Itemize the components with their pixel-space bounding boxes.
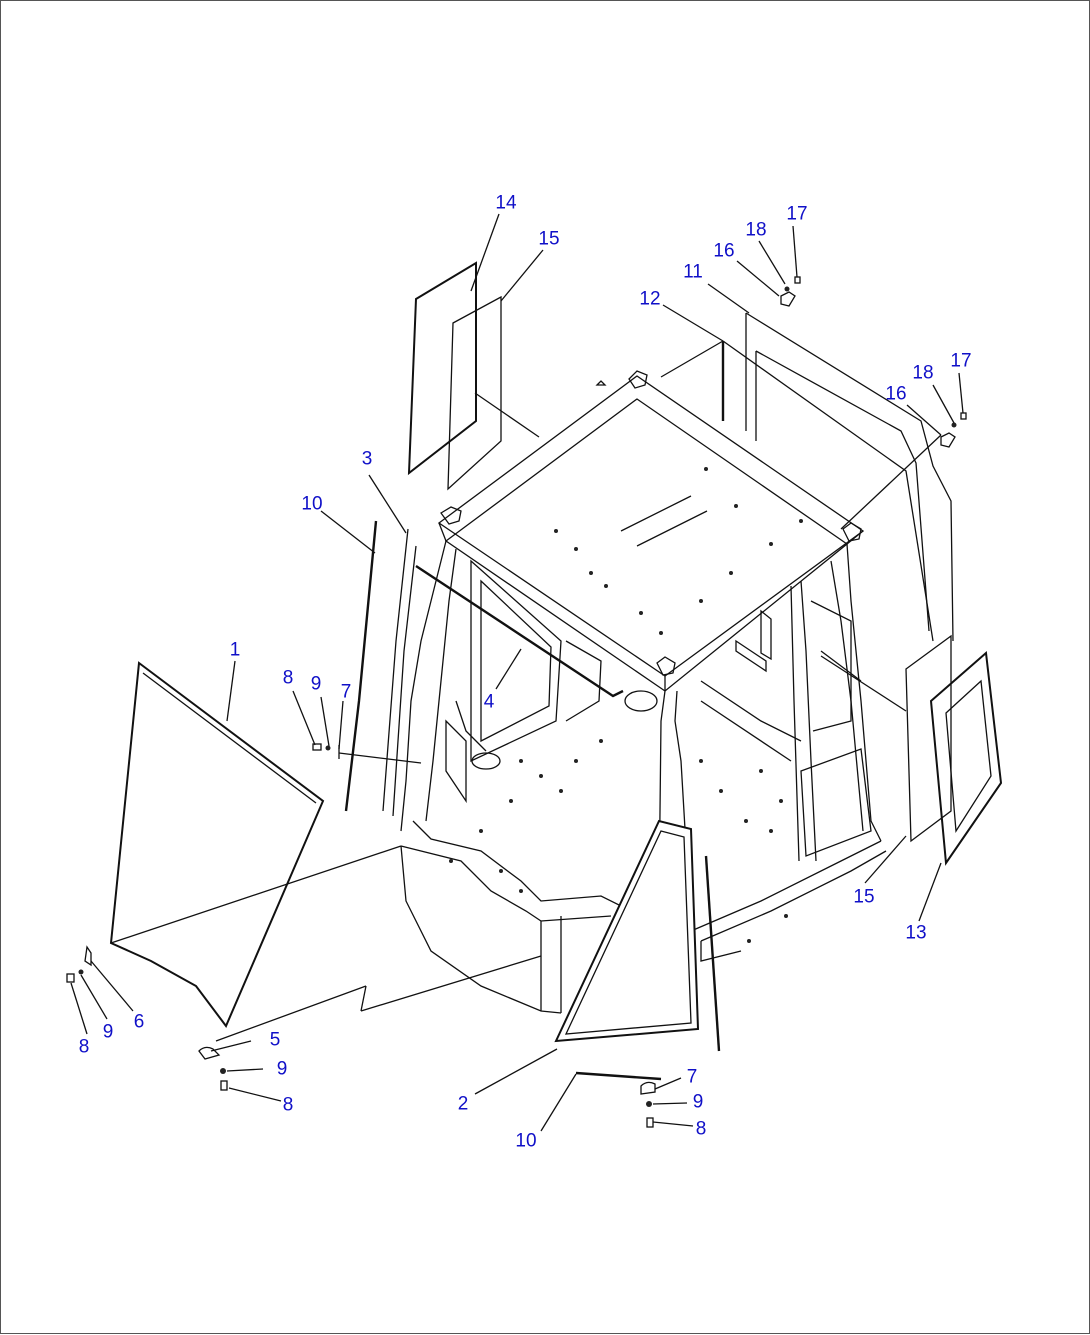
callout-12: 12 [639, 288, 661, 310]
glass-12 [721, 340, 934, 642]
leader-lines [70, 213, 964, 1132]
cab-body [400, 540, 887, 1014]
callout-2: 2 [457, 1093, 469, 1115]
glass-2 [554, 819, 700, 1043]
weatherstrip-10-left [344, 520, 378, 812]
callout-17: 17 [786, 203, 808, 225]
callout-8: 8 [695, 1118, 707, 1140]
callout-5: 5 [269, 1029, 281, 1051]
cab-roof [437, 370, 865, 692]
glass-1 [109, 661, 325, 1028]
weatherstrip-10-right [575, 855, 721, 1081]
moulding-3 [382, 528, 417, 817]
callout-7: 7 [686, 1066, 698, 1088]
glass-15-top [447, 295, 502, 491]
callout-10: 10 [515, 1130, 537, 1152]
moulding-4 [415, 564, 624, 698]
callout-18: 18 [745, 219, 767, 241]
glass-15-right [905, 634, 952, 843]
callout-4: 4 [483, 691, 495, 713]
callout-8: 8 [78, 1036, 90, 1058]
callout-18: 18 [912, 362, 934, 384]
glass-13 [929, 650, 1003, 866]
callout-17: 17 [950, 350, 972, 372]
callout-3: 3 [361, 448, 373, 470]
callout-14: 14 [495, 192, 517, 214]
callout-1: 1 [229, 639, 241, 661]
callout-7: 7 [340, 681, 352, 703]
callout-8: 8 [282, 1094, 294, 1116]
callout-9: 9 [310, 673, 322, 695]
callout-16: 16 [713, 240, 735, 262]
glass-14 [407, 261, 477, 476]
callout-9: 9 [276, 1058, 288, 1080]
callout-10: 10 [301, 493, 323, 515]
glass-11 [745, 312, 954, 642]
callout-8: 8 [282, 667, 294, 689]
callout-16: 16 [885, 383, 907, 405]
callout-9: 9 [692, 1091, 704, 1113]
callout-9: 9 [102, 1021, 114, 1043]
fasteners [66, 276, 967, 1128]
callout-15: 15 [853, 886, 875, 908]
callout-13: 13 [905, 922, 927, 944]
callout-6: 6 [133, 1011, 145, 1033]
callout-15: 15 [538, 228, 560, 250]
callout-11: 11 [683, 261, 703, 283]
